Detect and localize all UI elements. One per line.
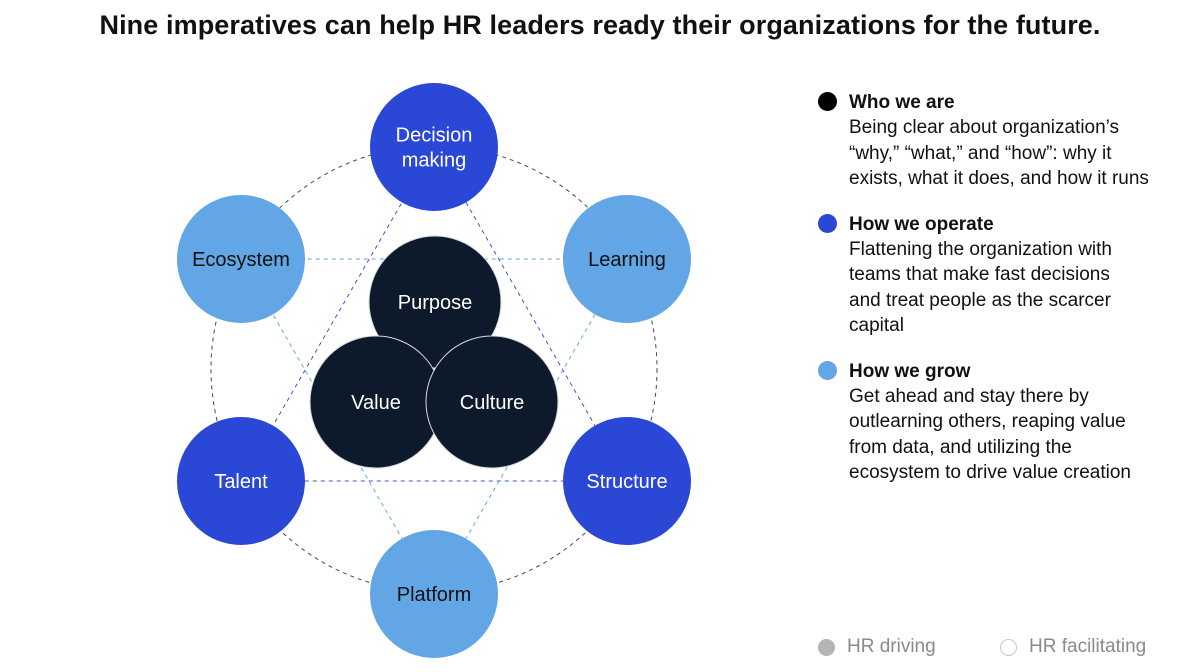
filled-circle-icon [818, 638, 835, 656]
legend-desc: Flattening the organization with teams t… [849, 238, 1112, 337]
ring-node-learning: Learning [563, 195, 691, 323]
core-node-label: Purpose [398, 292, 473, 314]
ring-node-structure: Structure [563, 417, 691, 545]
legend-desc: Get ahead and stay there by outlearning … [849, 385, 1131, 484]
legend-how-we-operate: How we operate Flattening the organizati… [818, 212, 1198, 339]
ring-node-decision-making: Decision making [370, 83, 498, 211]
legend-dot-icon [818, 213, 837, 233]
operate-triangle [240, 146, 628, 482]
legend-dot-icon [818, 360, 837, 380]
ring-node-label: Platform [397, 584, 471, 606]
legend: Who we are Being clear about organizatio… [818, 90, 1198, 506]
legend-title: Who we are [849, 92, 955, 113]
outline-circle-icon [1000, 638, 1017, 656]
core-node-culture [425, 335, 559, 469]
ring-node-ecosystem: Ecosystem [177, 195, 305, 323]
legend-title: How we operate [849, 213, 994, 235]
page-title: Nine imperatives can help HR leaders rea… [99, 10, 1101, 40]
legend-title: How we grow [849, 360, 971, 382]
ring-node-label: Structure [586, 471, 667, 493]
core-node-label: Value [351, 392, 401, 414]
key-hr-driving: HR driving [818, 636, 936, 658]
ring-node-platform: Platform [370, 530, 498, 658]
legend-desc: Being clear about organization’s “why,” … [849, 117, 1149, 189]
legend-how-we-grow: How we grow Get ahead and stay there by … [818, 359, 1198, 486]
ring-node-label: Ecosystem [192, 249, 290, 271]
core-node-label: Culture [460, 392, 524, 414]
key-hr-facilitating: HR facilitating [1000, 636, 1146, 658]
legend-who-we-are: Who we are Being clear about organizatio… [818, 90, 1198, 192]
ring-node-label: Talent [214, 471, 268, 493]
ring-node-talent: Talent [177, 417, 305, 545]
ring-node-label: making [402, 150, 466, 172]
legend-dot-icon [818, 92, 837, 111]
ring-node-label: Decision [396, 125, 473, 147]
ring-node-label: Learning [588, 249, 666, 271]
